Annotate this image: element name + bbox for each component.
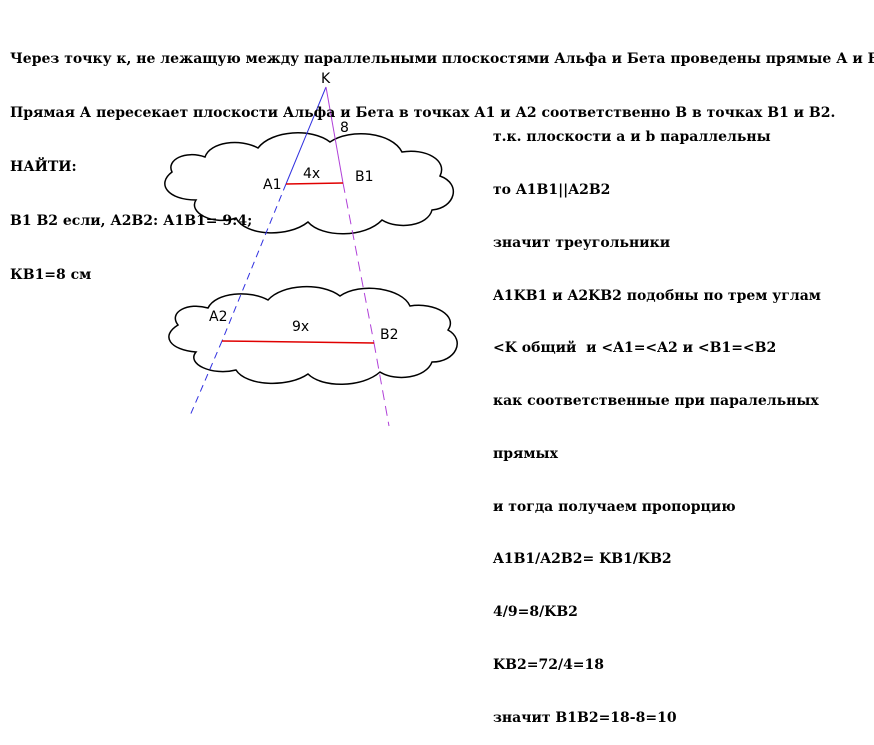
problem-line-2: Прямая А пересекает плоскости Альфа и Бе… bbox=[10, 105, 836, 121]
segment-a1-b1 bbox=[285, 182, 344, 185]
solution-line-12: значит B1B2=18-8=10 bbox=[493, 709, 677, 726]
geometry-figure: K 8 4x A1 B1 A2 9x B2 bbox=[164, 71, 458, 427]
solution-line-2: то A1B1||A2B2 bbox=[493, 181, 611, 198]
line-b-between bbox=[342, 182, 375, 344]
line-b-lower bbox=[373, 342, 390, 427]
label-segment-a1b1: 4x bbox=[303, 166, 320, 182]
lower-plane-cloud bbox=[168, 286, 458, 385]
label-point-a2: A2 bbox=[209, 309, 227, 325]
solution-text: т.к. плоскости a и b параллельны то A1B1… bbox=[493, 94, 863, 745]
line-a-lower bbox=[188, 340, 223, 419]
problem-line-1: Через точку к, не лежащую между параллел… bbox=[10, 51, 874, 67]
solution-line-9: A1B1/A2B2= KB1/KB2 bbox=[493, 551, 672, 568]
label-point-a1: A1 bbox=[263, 177, 281, 193]
line-a-upper bbox=[285, 86, 327, 185]
problem-statement: Через точку к, не лежащую между параллел… bbox=[10, 14, 874, 302]
solution-line-11: KB2=72/4=18 bbox=[493, 657, 605, 673]
solution-line-5: <K общий и <A1=<A2 и <B1=<B2 bbox=[493, 340, 777, 357]
solution-line-6: как соответственные при паралельных bbox=[493, 393, 819, 410]
solution-line-10: 4/9=8/KB2 bbox=[493, 604, 578, 621]
problem-line-3: НАЙТИ: bbox=[10, 159, 77, 175]
label-point-b2: B2 bbox=[380, 327, 399, 343]
line-b-upper bbox=[325, 86, 344, 184]
label-point-b1: B1 bbox=[355, 169, 374, 185]
solution-line-3: значит треугольники bbox=[493, 234, 671, 251]
problem-line-5: КВ1=8 см bbox=[10, 267, 92, 283]
solution-line-4: A1KB1 и A2KB2 подобны по трем углам bbox=[493, 287, 821, 304]
label-segment-kb1: 8 bbox=[340, 120, 349, 136]
label-segment-a2b2: 9x bbox=[292, 319, 309, 335]
solution-line-1: т.к. плоскости a и b параллельны bbox=[493, 129, 771, 146]
solution-line-8: и тогда получаем пропорцию bbox=[493, 498, 736, 515]
solution-line-7: прямых bbox=[493, 445, 558, 462]
problem-line-4: В1 В2 если, А2В2: А1В1= 9:4; bbox=[10, 213, 253, 229]
segment-a2-b2 bbox=[221, 340, 375, 344]
line-a-between bbox=[221, 183, 287, 342]
label-point-k: K bbox=[321, 71, 331, 87]
